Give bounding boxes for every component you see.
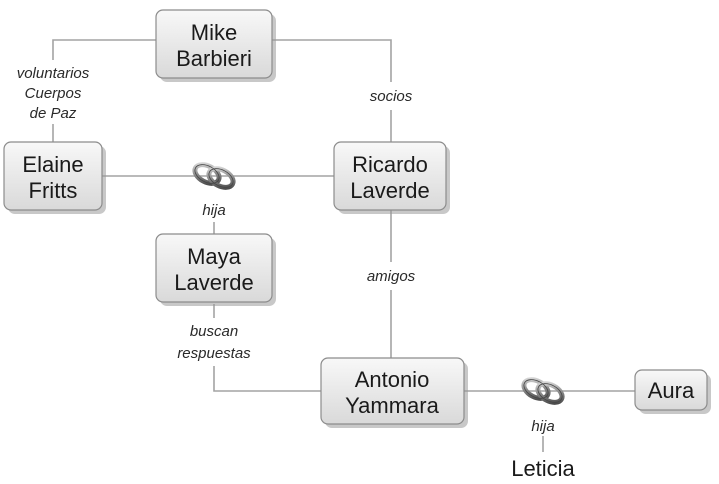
node-leticia: Leticia xyxy=(511,456,575,481)
relation-voluntarios-cuerpos-de-paz: voluntarios Cuerpos de Paz xyxy=(17,65,90,122)
edge-maya-antonio-lower xyxy=(213,366,321,392)
node-antonio-yammara: Antonio Yammara xyxy=(320,357,468,428)
node-label-line2: Yammara xyxy=(345,393,439,418)
node-label: Aura xyxy=(648,378,695,403)
relation-amigos: amigos xyxy=(367,268,416,285)
relation-hija-maya: hija xyxy=(202,202,225,219)
node-label-line2: Barbieri xyxy=(176,46,252,71)
relation-label-line2: respuestas xyxy=(177,345,251,362)
node-elaine-fritts: Elaine Fritts xyxy=(3,141,106,214)
node-label-line1: Mike xyxy=(191,20,237,45)
relation-buscan-respuestas: buscan respuestas xyxy=(177,323,251,362)
node-label-line2: Fritts xyxy=(29,178,78,203)
relation-hija-leticia: hija xyxy=(531,418,554,435)
edge-mike-ricardo xyxy=(272,39,392,82)
relation-socios: socios xyxy=(370,88,413,105)
relation-label-line1: buscan xyxy=(190,323,238,340)
node-label-line1: Maya xyxy=(187,244,242,269)
node-ricardo-laverde: Ricardo Laverde xyxy=(333,141,450,214)
node-label-line2: Laverde xyxy=(350,178,430,203)
node-maya-laverde: Maya Laverde xyxy=(155,233,276,306)
node-label-line1: Ricardo xyxy=(352,152,428,177)
node-label-line2: Laverde xyxy=(174,270,254,295)
relation-label-line1: voluntarios xyxy=(17,65,90,82)
wedding-rings-icon xyxy=(192,162,236,190)
wedding-rings-icon xyxy=(521,377,565,405)
node-label-line1: Elaine xyxy=(22,152,83,177)
node-aura: Aura xyxy=(634,369,711,414)
node-label-line1: Antonio xyxy=(355,367,430,392)
relation-label-line3: de Paz xyxy=(30,105,77,122)
relation-label-line2: Cuerpos xyxy=(25,85,82,102)
node-mike-barbieri: Mike Barbieri xyxy=(155,9,276,82)
edge-mike-elaine xyxy=(52,39,156,60)
